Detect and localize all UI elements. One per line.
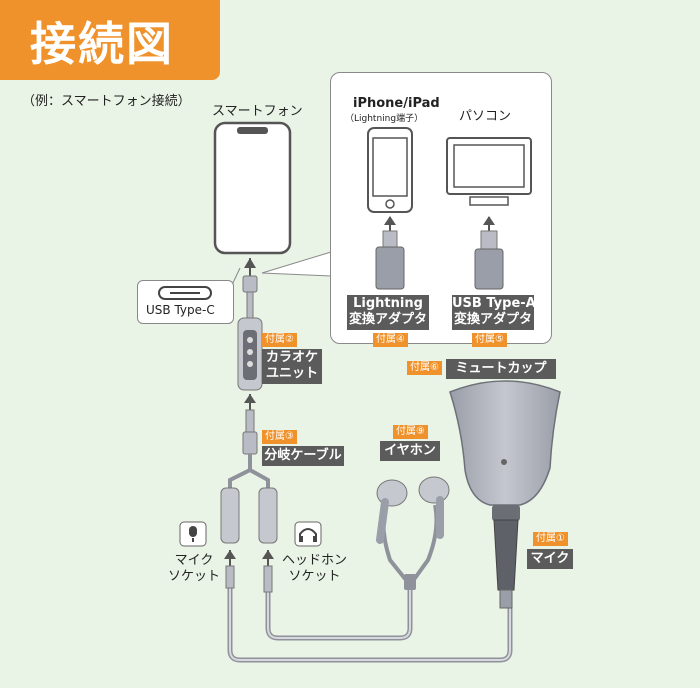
arrow-up-icon <box>244 258 256 268</box>
headphone-socket <box>258 487 278 544</box>
mic-socket <box>220 487 240 544</box>
earphone-label: イヤホン <box>380 441 440 461</box>
mic-socket-label: マイク ソケット <box>168 553 221 584</box>
pc-label: パソコン <box>459 109 512 124</box>
earphone-cable-left <box>381 504 412 587</box>
arrow-up-icon-2 <box>244 394 256 403</box>
pc-monitor <box>446 137 532 195</box>
smartphone-label: スマートフォン <box>212 104 303 119</box>
badge-lightning-adapter: 付属④ <box>373 333 408 347</box>
smartphone <box>213 121 292 255</box>
iphone-ipad-label: iPhone/iPad <box>353 96 440 111</box>
subtitle: （例：スマートフォン接続） <box>22 94 191 109</box>
mute-cup <box>449 380 561 506</box>
badge-usba-adapter: 付属⑤ <box>472 333 507 347</box>
lightning-port-label: （Lightning端子） <box>345 114 424 124</box>
split-cable-label: 分岐ケーブル <box>262 446 344 466</box>
badge-karaoke-unit: 付属② <box>262 333 297 347</box>
headphone-socket-label: ヘッドホン ソケット <box>282 553 348 584</box>
badge-earphone: 付属⑨ <box>393 425 428 439</box>
mute-cup-label: ミュートカップ <box>446 359 556 379</box>
iphone <box>367 127 413 213</box>
adapter-popup: iPhone/iPad （Lightning端子） パソコン <box>330 72 552 344</box>
mic <box>493 519 519 591</box>
earphone-cable-right <box>408 504 439 587</box>
mic-cable <box>227 585 513 663</box>
earphone-splitter <box>404 574 416 590</box>
earphone-cable <box>265 585 413 641</box>
badge-mic: 付属① <box>533 532 568 546</box>
title-banner: 接続図 <box>0 0 220 80</box>
usb-c-label: USB Type-C <box>146 303 215 317</box>
lightning-adapter-label: Lightning 変換アダプタ <box>347 295 429 330</box>
earphone-right <box>418 476 450 504</box>
usb-c-callout: USB Type-C <box>137 280 234 324</box>
usba-adapter-label: USB Type-A 変換アダプタ <box>452 295 536 330</box>
badge-split-cable: 付属③ <box>262 430 297 444</box>
karaoke-unit-label: カラオケ ユニット <box>262 349 322 384</box>
page-title: 接続図 <box>30 17 174 71</box>
badge-mute-cup: 付属⑥ <box>407 361 442 375</box>
headphone-icon <box>294 521 322 547</box>
mic-label: マイク <box>527 549 573 569</box>
